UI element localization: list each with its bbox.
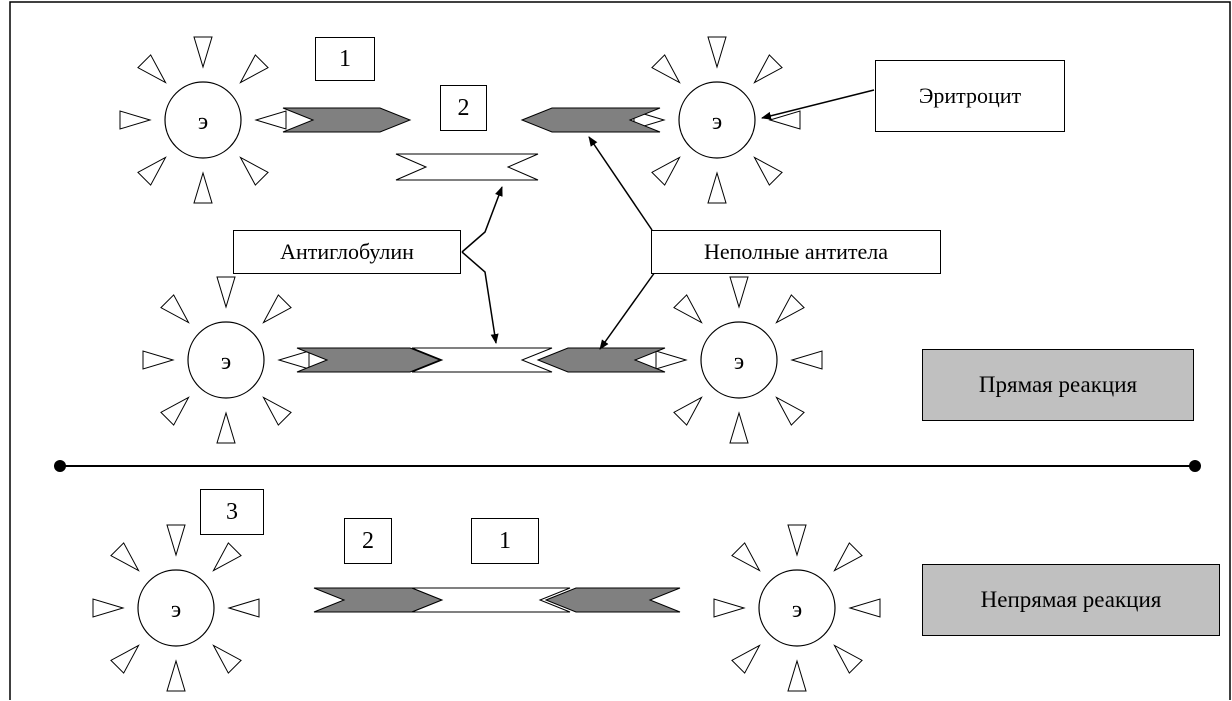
- cell-symbol: э: [171, 597, 181, 623]
- incomplete-antibody-bottom-right: [544, 587, 681, 613]
- arrow-antibody-up: [588, 136, 653, 231]
- arrow-antibody-down: [599, 271, 656, 350]
- label-indirect-reaction: Непрямая реакция: [922, 564, 1220, 636]
- number-label-1-top: 1: [315, 37, 375, 81]
- erythrocyte-bottom-right: э: [713, 524, 881, 692]
- label-antiglobulin: Антиглобулин: [233, 230, 461, 274]
- arrow-antiglobulin-up: [461, 186, 503, 253]
- antiglobulin-bottom: [411, 587, 571, 613]
- erythrocyte-mid-left: э: [142, 276, 310, 444]
- incomplete-antibody-top-right: [520, 107, 661, 133]
- number-label-3-bottom: 3: [200, 489, 264, 535]
- incomplete-antibody-mid-left: [296, 347, 442, 373]
- incomplete-antibody-top-left: [282, 107, 412, 133]
- divider-end-right: [1189, 460, 1201, 472]
- arrow-antiglobulin-down: [461, 251, 499, 344]
- label-direct-reaction: Прямая реакция: [922, 349, 1194, 421]
- label-erythrocyte: Эритроцит: [875, 60, 1065, 132]
- number-label-1-bottom: 1: [471, 518, 539, 564]
- antiglobulin-mid: [411, 347, 553, 373]
- incomplete-antibody-mid-right: [536, 347, 666, 373]
- number-label-2-top: 2: [440, 85, 487, 131]
- cell-symbol: э: [221, 349, 231, 375]
- number-label-2-bottom: 2: [344, 518, 392, 564]
- cell-symbol: э: [198, 109, 208, 135]
- label-incomplete-antibodies: Неполные антитела: [651, 230, 941, 274]
- erythrocyte-mid-right: э: [655, 276, 823, 444]
- cell-symbol: э: [734, 349, 744, 375]
- erythrocyte-top-right: э: [633, 36, 801, 204]
- arrow-erythrocyte: [761, 89, 875, 120]
- erythrocyte-top-left: э: [119, 36, 287, 204]
- antiglobulin-top-free: [395, 153, 539, 181]
- cell-symbol: э: [712, 109, 722, 135]
- frame: [9, 1, 1231, 700]
- divider-end-left: [54, 460, 66, 472]
- cell-symbol: э: [792, 597, 802, 623]
- erythrocyte-bottom-left: э: [92, 524, 260, 692]
